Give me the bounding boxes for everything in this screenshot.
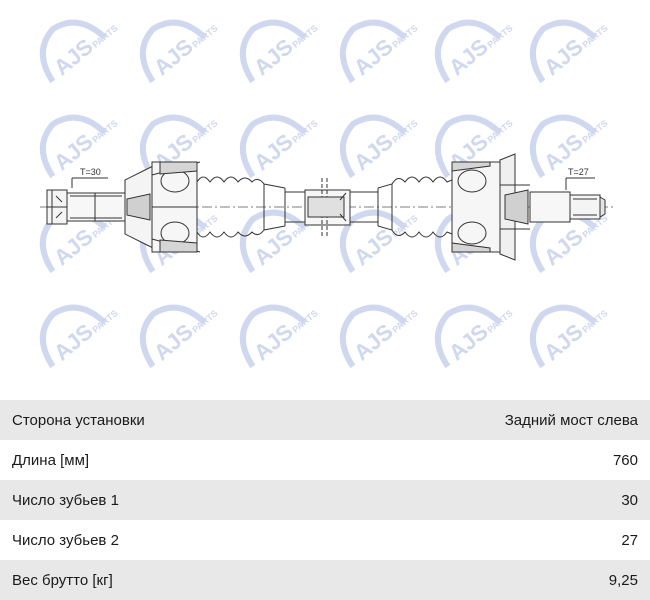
spec-label: Вес брутто [кг] [12,571,113,589]
spec-value: 27 [621,531,638,549]
spec-value: Задний мост слева [504,411,638,429]
right-tooth-label: T=27 [568,167,589,177]
svg-text:AJS: AJS [249,319,298,366]
svg-text:AJS: AJS [539,319,588,366]
spec-row-mounting-side: Сторона установки Задний мост слева [0,400,650,440]
svg-text:AJS: AJS [49,34,98,81]
svg-text:AJS: AJS [149,319,198,366]
spec-row-gross-weight: Вес брутто [кг] 9,25 [0,560,650,600]
spec-label: Длина [мм] [12,451,90,469]
svg-text:AJS: AJS [249,129,298,176]
spec-table: Сторона установки Задний мост слева Длин… [0,400,650,600]
svg-text:AJS: AJS [444,319,493,366]
svg-text:AJS: AJS [539,34,588,81]
svg-text:AJS: AJS [539,224,588,271]
svg-text:AJS: AJS [349,34,398,81]
spec-row-length: Длина [мм] 760 [0,440,650,480]
drive-shaft: T=30 [40,153,615,261]
left-cv-joint [124,161,201,253]
spec-value: 9,25 [608,571,638,589]
right-cv-joint [451,153,530,261]
spec-label: Сторона установки [12,411,145,429]
left-spline-stub [46,189,126,225]
left-tooth-label: T=30 [80,167,101,177]
svg-text:AJS: AJS [444,34,493,81]
svg-text:AJS: AJS [349,319,398,366]
svg-text:AJS: AJS [49,319,98,366]
svg-text:AJS: AJS [349,224,398,271]
svg-text:AJS: AJS [249,34,298,81]
svg-text:AJS: AJS [349,129,398,176]
spec-label: Число зубьев 1 [12,491,119,509]
spec-value: 760 [612,451,638,469]
spec-label: Число зубьев 2 [12,531,119,549]
right-spline-stub [529,191,606,223]
right-shaft [350,191,378,223]
spec-table-body: Сторона установки Задний мост слева Длин… [0,400,650,600]
svg-text:AJS: AJS [249,224,298,271]
spec-value: 30 [621,491,638,509]
spec-row-teeth-1: Число зубьев 1 30 [0,480,650,520]
svg-text:AJS: AJS [149,34,198,81]
vibration-damper [304,178,351,236]
spec-row-teeth-2: Число зубьев 2 27 [0,520,650,560]
left-boot [196,176,286,238]
svg-text:AJS: AJS [49,224,98,271]
